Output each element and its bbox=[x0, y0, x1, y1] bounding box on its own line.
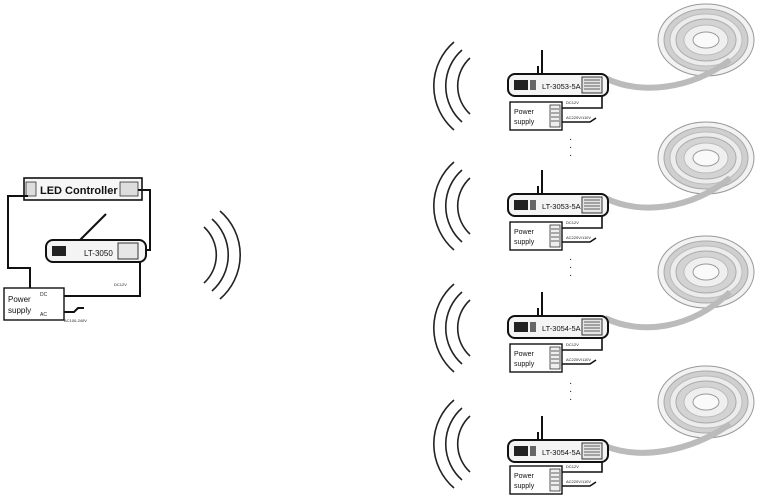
ellipsis-dots-icon: · bbox=[569, 386, 572, 397]
led-strip-reel-icon bbox=[657, 235, 755, 309]
led-strip bbox=[603, 289, 733, 331]
receiver-model-label: LT-3053-5A bbox=[542, 202, 581, 211]
receiver-ac-note: AC220V/110V bbox=[566, 115, 591, 120]
left-system: LED Controller LT-3050 Power supply DC A… bbox=[3, 177, 242, 323]
antenna-icon bbox=[79, 213, 107, 241]
ellipsis-dots-icon: · bbox=[569, 270, 572, 281]
power-plug-icon bbox=[562, 359, 597, 365]
left-psu-line1: Power bbox=[8, 295, 31, 304]
psu-line2: supply bbox=[514, 483, 535, 490]
radio-wave-icon bbox=[203, 210, 242, 300]
led-strip bbox=[603, 175, 732, 211]
receiver-dc-note: DC12V bbox=[566, 464, 579, 469]
psu-line1: Power bbox=[514, 473, 535, 480]
controller-terminal-left bbox=[25, 181, 37, 197]
ellipsis-dots-icon: · bbox=[569, 262, 572, 273]
psu-line2: supply bbox=[514, 361, 535, 368]
ellipsis-dots-icon: · bbox=[569, 142, 572, 153]
receiver-model-label: LT-3053-5A bbox=[542, 82, 581, 91]
ellipsis-dots-icon: · bbox=[569, 394, 572, 405]
receiver-dc-note: DC12V bbox=[566, 342, 579, 347]
left-output-note: DC12V bbox=[114, 282, 127, 287]
ellipsis-dots-icon: · bbox=[569, 254, 572, 265]
left-psu-line2: supply bbox=[8, 306, 31, 315]
radio-wave-icon bbox=[432, 399, 471, 489]
led-strip bbox=[603, 57, 732, 91]
transmitter-model-label: LT-3050 bbox=[84, 249, 113, 258]
wire-psu-to-transmitter bbox=[64, 262, 141, 297]
led-strip-reel-icon bbox=[657, 365, 755, 439]
psu-line1: Power bbox=[514, 109, 535, 116]
led-controller-label: LED Controller bbox=[40, 185, 118, 197]
radio-wave-icon bbox=[432, 161, 471, 251]
psu-line1: Power bbox=[514, 229, 535, 236]
left-psu-dc: DC bbox=[40, 292, 48, 298]
radio-wave-icon bbox=[432, 41, 471, 131]
power-plug-icon bbox=[562, 237, 597, 243]
led-strip-reel-icon bbox=[657, 121, 755, 195]
ellipsis-dots-icon: · bbox=[569, 378, 572, 389]
receiver-dc-note: DC12V bbox=[566, 220, 579, 225]
receiver-ac-note: AC220V/110V bbox=[566, 479, 591, 484]
ellipsis-dots-icon: · bbox=[569, 150, 572, 161]
receiver-ac-note: AC220V/110V bbox=[566, 357, 591, 362]
receiver-row-3: LT-3054-5A Power supply DC12V AC220V/110… bbox=[432, 235, 755, 373]
wire-psu-to-receiver bbox=[562, 216, 603, 229]
wire-psu-to-receiver bbox=[562, 338, 603, 351]
psu-line2: supply bbox=[514, 239, 535, 246]
led-strip-reel-icon bbox=[657, 3, 755, 77]
power-plug-icon bbox=[562, 117, 597, 123]
left-power-supply bbox=[3, 287, 65, 321]
wire-psu-to-receiver bbox=[562, 462, 603, 473]
power-plug-icon bbox=[562, 481, 597, 487]
psu-line1: Power bbox=[514, 351, 535, 358]
receiver-model-label: LT-3054-5A bbox=[542, 324, 581, 333]
transmitter-display bbox=[52, 246, 66, 256]
power-plug-icon bbox=[64, 307, 84, 313]
ellipsis-dots-icon: · bbox=[569, 134, 572, 145]
transmitter-terminal bbox=[117, 242, 139, 260]
wire-controller-to-psu bbox=[7, 195, 31, 290]
controller-terminal-right bbox=[119, 181, 139, 197]
radio-wave-icon bbox=[432, 283, 471, 373]
receiver-row-2: LT-3053-5A Power supply DC12V AC220V/110… bbox=[432, 121, 755, 251]
receiver-model-label: LT-3054-5A bbox=[542, 448, 581, 457]
receiver-row-4: LT-3054-5A Power supply DC12V AC220V/110… bbox=[432, 365, 755, 495]
receiver-ac-note: AC220V/110V bbox=[566, 235, 591, 240]
left-input-note: AC100-240V bbox=[64, 318, 87, 323]
led-strip bbox=[603, 421, 732, 456]
receiver-row-1: LT-3053-5A Power supply DC12V AC220V/110… bbox=[432, 3, 755, 131]
wire-psu-to-receiver bbox=[562, 96, 603, 109]
receiver-dc-note: DC12V bbox=[566, 100, 579, 105]
psu-line2: supply bbox=[514, 119, 535, 126]
left-psu-ac: AC bbox=[40, 312, 47, 318]
